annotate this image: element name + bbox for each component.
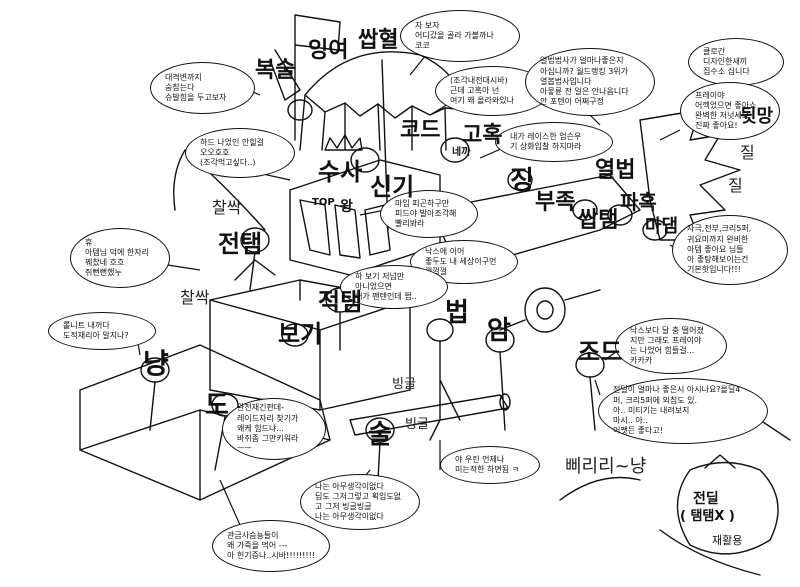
speech-bubble-hard-laugh: 하드 나었인 안힐걸 오오호호 (조각먹고싶다..) — [185, 128, 295, 178]
umbrella-canopy — [304, 51, 471, 119]
wheel — [524, 287, 566, 333]
tag-beop: 법 — [445, 298, 469, 328]
tag-jeondil: 전딜 — [693, 491, 719, 507]
sfx-chalssak-2: 찰싹 — [180, 288, 210, 307]
crown-icon — [324, 134, 363, 151]
tag-am: 암 — [487, 316, 511, 346]
tag-dwaemang: 뒷망 — [740, 106, 774, 127]
speech-bubble-handsome: 하 보기 저넘만 아니었으면 내가 팬텐인데 쩝.. — [340, 265, 448, 309]
bag — [676, 461, 779, 555]
sfx-jil-1: 질 — [740, 143, 755, 162]
tag-sul: 술 — [368, 420, 392, 450]
speech-bubble-magic-flag: 마임 피곤하구만 피드야 발아조각해 빨리봐라 — [380, 190, 478, 238]
sfx-chalssak-1: 찰싹 — [212, 198, 242, 217]
tag-jeontaem: 전탬 — [218, 230, 263, 258]
speech-bubble-need-kobe: 롤니트 내꺼다 도적재리아 알지나? — [48, 312, 156, 350]
tag-bujok: 부족 — [535, 190, 576, 215]
tag-jodeu: 조드 — [578, 338, 623, 366]
speech-bubble-best-offer: 자극,전부,크리5퍼, 귀요미까지 완비한 아템 좋아요 님들 아 좋탕해보이는… — [672, 215, 788, 285]
tag-jaehwalyong: 재활용 — [712, 534, 743, 547]
sfx-ppiriri: 삐리리~냥 — [565, 456, 647, 477]
sfx-binggeul-1: 빙글 — [392, 377, 416, 392]
tag-wang: 왕 — [340, 199, 353, 215]
tag-kodeu: 코드 — [400, 118, 441, 143]
tag-jing: 징 — [510, 166, 534, 196]
speech-bubble-master-chat: 열법법사가 얼마나좋은지 아십니까? 월드랭킹 3위가 열봅법사입니다 아뭏륜 … — [525, 48, 655, 116]
tag-yeolbeop: 열법 — [595, 158, 636, 183]
tag-bogi: 보기 — [278, 320, 323, 348]
tag-susa: 수사 — [318, 158, 363, 186]
spiky-mass — [639, 109, 741, 241]
tag-boksul: 복술 — [255, 58, 296, 83]
tag-pahok: 파혹 — [620, 190, 657, 214]
tag-nyang: 냥 — [143, 347, 169, 380]
speech-bubble-always-kind: 야 우린 언제나 미는적한 하면됨 ㅋ — [440, 446, 540, 484]
tag-teop: TOP — [312, 197, 335, 208]
tag-ssaptaem: 쌉탬 — [578, 208, 619, 233]
speech-bubble-race-prep: 내가 레이스한 엄슨우 기 상화입찰 하지마라 — [495, 122, 613, 162]
speech-bubble-jeon-deal: 전딜이 얼마나 좋은시 아시나요?올딜4 퍼, 크리5퍼에 외침도 있. 아..… — [598, 378, 768, 444]
tag-madaem: 마댐 — [645, 216, 679, 237]
sfx-binggeul-2: 빙글 — [405, 417, 429, 432]
speech-bubble-top-guide: 자 보자 어디갔을 골라 가볼까나 코코 — [400, 10, 520, 62]
tag-ingyeo: 잉여 — [308, 38, 349, 63]
sfx-jil-2: 질 — [728, 176, 743, 195]
speech-bubble-ret-cancel: 완전재긴판데- 레이드자리 찾기가 왜케 힘드냐... 바쥐좀 그만키워라 ㅡㅡ — [222, 398, 326, 460]
speech-bubble-freya: 프레이야 어껙었으면 좋아쇼 완벽한 저넛세요 진짜 좋아요! — [680, 82, 780, 140]
speech-bubble-spin-nothing: 나는 아무생각이없다 딥도 그저그렇고 획임도없 고 그저 빙글빙글 나는 아무… — [300, 474, 420, 530]
tag-jeoktaem: 적탬 — [318, 288, 363, 316]
tag-taemtaem: ( 탬탬X ) — [680, 509, 735, 524]
flag — [294, 14, 341, 141]
speech-bubble-curse-end: 관금사슴뇽들이 왜 가죽을 먹어 --- 아 헌기증나..시바!!!!!!!!! — [212, 520, 330, 572]
speech-bubble-dagger-rush: 휴 아템님 덕에 한자리 꿰찼네 흐흐 쥐뻔뻔했누 — [70, 228, 170, 288]
tag-gohok: 고혹 — [462, 123, 503, 148]
tag-do: 도 — [205, 391, 229, 421]
tag-ssaphyeol: 쌉혈 — [358, 28, 399, 53]
tag-singi: 신기 — [370, 173, 415, 201]
tag-nekka: 네까 — [452, 147, 471, 158]
speech-bubble-knot-worse: 낙스보다 달 충 떨어졌 지만 그래도 프레이야 는 나었어 힘들걸... 카카… — [615, 318, 727, 374]
speech-bubble-clone-designer: 클로간 디자인한새끼 집수소 십니다 — [688, 38, 784, 86]
speech-bubble-cape-fill: 대격변까지 숭참는다 슈발힘을 두고보자 — [150, 62, 255, 114]
